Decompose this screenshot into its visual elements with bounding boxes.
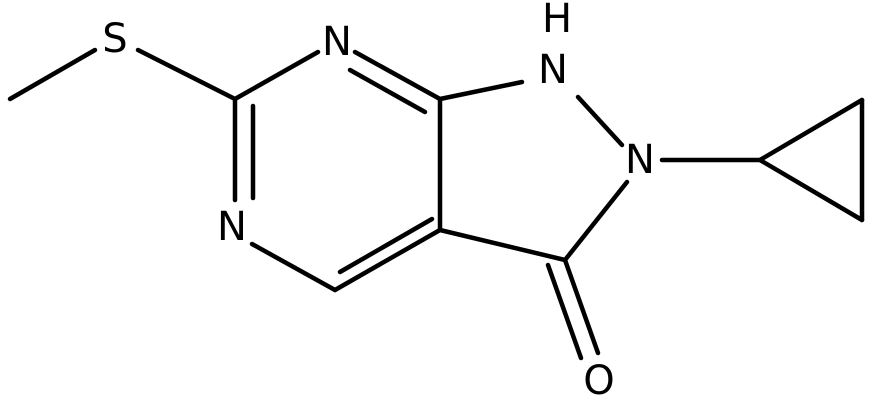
atom-n-low: N [217, 204, 247, 250]
bond-cyclopropyl-top [757, 97, 865, 163]
atom-o: O [583, 358, 614, 404]
bond-n-top-c7a [352, 49, 443, 102]
atom-n-h: N [538, 47, 568, 93]
bond-s-c6 [135, 47, 238, 102]
bond-cyclopropyl-bottom [757, 157, 865, 223]
bond-n2-c3 [562, 179, 630, 263]
atom-n-top: N [322, 19, 352, 65]
bond-nh-n2 [575, 94, 625, 148]
bond-n-top-c7a-inner [347, 67, 428, 115]
bond-c5-c3a-inner [337, 216, 435, 275]
bond-c7a-nh [437, 79, 525, 102]
atom-n2: N [625, 137, 655, 183]
bond-c3-o-inner [545, 262, 584, 361]
bond-c5-c3a [332, 227, 443, 293]
bond-n-low-c5 [249, 241, 338, 293]
bond-c3-c3a [437, 227, 568, 263]
bond-c3-o [562, 257, 601, 356]
atom-h: H [542, 0, 572, 42]
bond-c6-n-top [232, 49, 321, 102]
bond-methyl-s [7, 47, 98, 102]
atom-s: S [102, 16, 127, 62]
